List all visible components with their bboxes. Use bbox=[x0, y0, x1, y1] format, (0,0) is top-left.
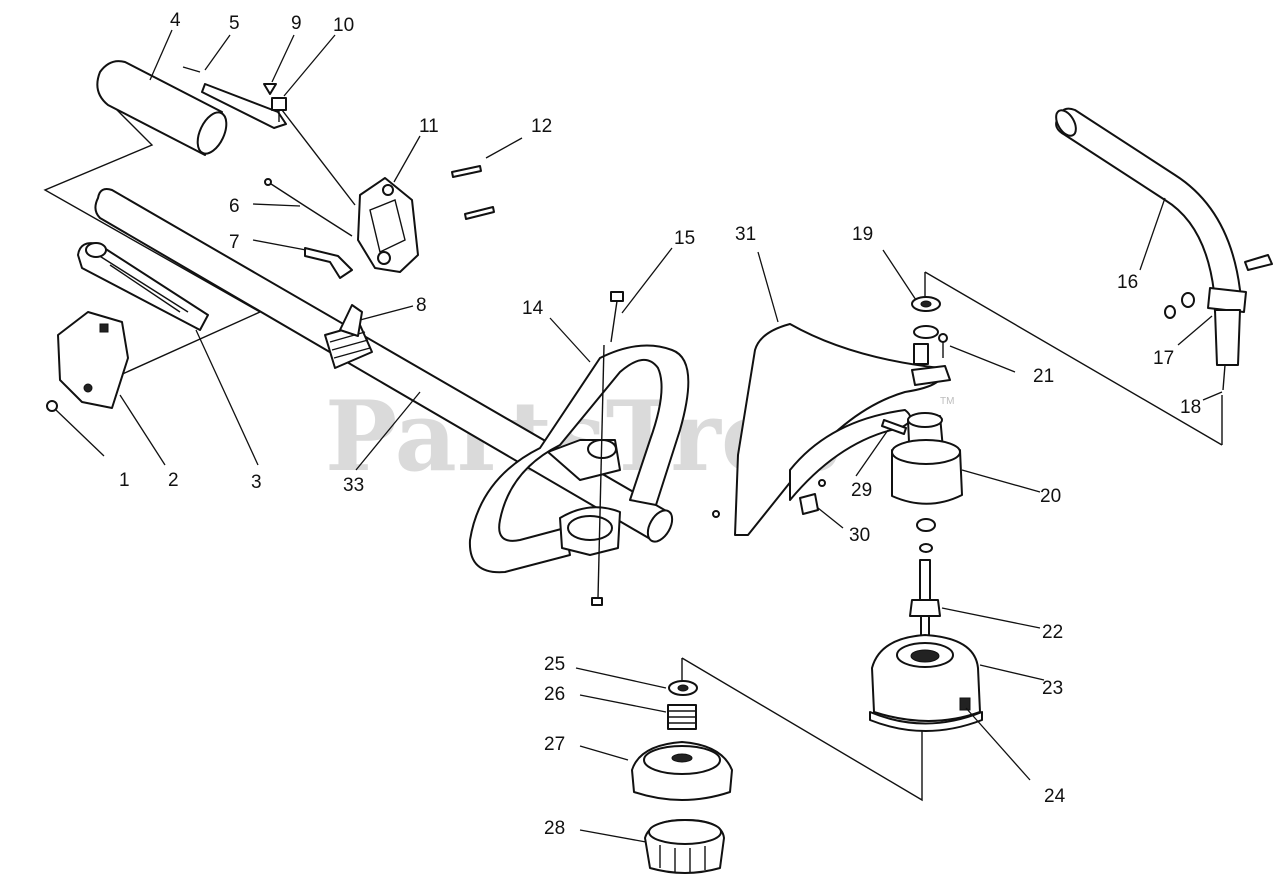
callout-9: 9 bbox=[291, 13, 302, 34]
callout-28: 28 bbox=[544, 818, 565, 839]
callout-24: 24 bbox=[1044, 786, 1066, 807]
callout-22: 22 bbox=[1042, 622, 1063, 643]
callout-16: 16 bbox=[1117, 272, 1138, 293]
callout-20: 20 bbox=[1040, 486, 1061, 507]
callout-26: 26 bbox=[544, 684, 565, 705]
callout-23: 23 bbox=[1042, 678, 1063, 699]
part-10-screw[interactable] bbox=[271, 97, 287, 122]
callout-11: 11 bbox=[419, 116, 439, 137]
callout-2: 2 bbox=[168, 470, 179, 491]
part-8-clip[interactable] bbox=[339, 304, 363, 337]
part-28-bump-knob[interactable] bbox=[644, 819, 725, 874]
callout-labels: 1 2 3 4 5 6 7 8 9 10 11 12 14 15 16 17 1… bbox=[119, 10, 1201, 839]
part-30-clip[interactable] bbox=[712, 479, 826, 518]
part-11-throttle-housing[interactable] bbox=[357, 177, 419, 273]
callout-18: 18 bbox=[1180, 397, 1201, 418]
part-20-gear-head[interactable] bbox=[891, 412, 963, 553]
part-3-grip-bracket[interactable] bbox=[77, 242, 209, 331]
part-17-washer[interactable] bbox=[1164, 254, 1273, 319]
part-18-clamp[interactable] bbox=[1214, 309, 1241, 391]
callout-10: 10 bbox=[333, 15, 354, 36]
part-24-eyelet[interactable] bbox=[959, 697, 971, 711]
leader-lines bbox=[55, 29, 1223, 843]
part-33-main-shaft[interactable] bbox=[94, 188, 677, 546]
callout-1: 1 bbox=[119, 470, 130, 491]
part-15-bolt[interactable] bbox=[591, 291, 624, 606]
part-2-cover[interactable] bbox=[57, 311, 129, 409]
callout-8: 8 bbox=[416, 295, 427, 316]
callout-31: 31 bbox=[735, 224, 756, 245]
part-14-loop-handle[interactable] bbox=[468, 344, 690, 574]
callout-33: 33 bbox=[343, 475, 364, 496]
part-26-spring[interactable] bbox=[667, 704, 697, 730]
callout-15: 15 bbox=[674, 228, 695, 249]
part-16-curved-shaft[interactable] bbox=[1052, 107, 1247, 313]
part-7-trigger[interactable] bbox=[304, 247, 353, 279]
callout-19: 19 bbox=[852, 224, 873, 245]
callout-25: 25 bbox=[544, 654, 565, 675]
part-6-throttle-cable[interactable] bbox=[264, 178, 353, 237]
callout-4: 4 bbox=[170, 10, 181, 31]
callout-21: 21 bbox=[1033, 366, 1054, 387]
part-1-nut[interactable] bbox=[46, 400, 58, 412]
callout-12: 12 bbox=[531, 116, 552, 137]
callout-6: 6 bbox=[229, 196, 240, 217]
part-9-nut[interactable] bbox=[263, 83, 277, 95]
callout-27: 27 bbox=[544, 734, 565, 755]
callout-3: 3 bbox=[251, 472, 262, 493]
part-29-screw[interactable] bbox=[881, 419, 907, 435]
watermark-trademark: TM bbox=[940, 396, 954, 407]
part-5-throttle-rod[interactable] bbox=[182, 66, 287, 129]
callout-30: 30 bbox=[849, 525, 870, 546]
part-12-screws[interactable] bbox=[451, 165, 495, 220]
part-27-spool[interactable] bbox=[631, 741, 733, 801]
part-21-screw[interactable] bbox=[911, 333, 951, 386]
part-4-upper-shaft[interactable] bbox=[96, 60, 232, 158]
part-19-washer[interactable] bbox=[911, 296, 941, 365]
callout-5: 5 bbox=[229, 13, 240, 34]
part-23-spool-housing[interactable] bbox=[869, 634, 983, 732]
callout-7: 7 bbox=[229, 232, 240, 253]
callout-29: 29 bbox=[851, 480, 872, 501]
part-22-spindle[interactable] bbox=[909, 559, 941, 645]
callout-14: 14 bbox=[522, 298, 544, 319]
callout-17: 17 bbox=[1153, 348, 1174, 369]
part-25-washer[interactable] bbox=[668, 680, 698, 696]
guide-lines bbox=[43, 104, 1223, 802]
